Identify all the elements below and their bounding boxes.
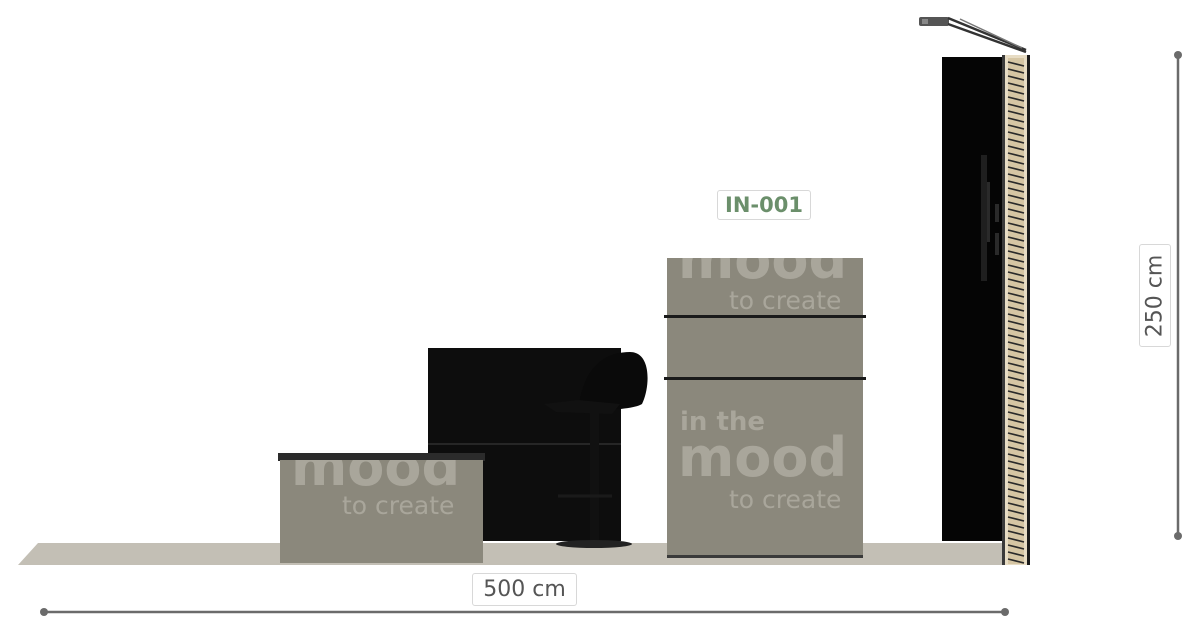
wood-slat-gap <box>1007 292 1025 298</box>
wood-slat-gap <box>1007 404 1025 410</box>
wood-slat-gap <box>1007 558 1025 564</box>
wood-slat-gap <box>1007 180 1025 186</box>
wood-slat-gap <box>1007 488 1025 494</box>
wood-slat-gap <box>1007 509 1025 515</box>
display-tower: mood to create in the mood to create <box>664 228 866 558</box>
width-dimension <box>40 608 1009 616</box>
wood-slat-gap <box>1007 117 1025 123</box>
height-dimension-label-box: 250 cm <box>1139 244 1171 347</box>
wood-slat-gap <box>1007 341 1025 347</box>
wood-slat-gap <box>1007 124 1025 130</box>
wood-slat-gap <box>1007 411 1025 417</box>
wood-slat-gap <box>1007 313 1025 319</box>
wood-slat-gap <box>1007 516 1025 522</box>
wood-slat-gap <box>1007 551 1025 557</box>
wood-slat-gap <box>1007 173 1025 179</box>
wood-slat-gap <box>1007 229 1025 235</box>
wood-slat-gap <box>1007 453 1025 459</box>
wood-slat-gap <box>1007 523 1025 529</box>
wood-slat-gap <box>1007 257 1025 263</box>
wood-slat-gap <box>1007 320 1025 326</box>
tower-shelf-2 <box>664 377 866 380</box>
height-dimension-label: 250 cm <box>1142 254 1168 337</box>
counter-graphic-to-create: to create <box>342 491 454 520</box>
wood-slat-gap <box>1007 306 1025 312</box>
wood-slat-gap <box>1007 376 1025 382</box>
wood-slat-gap <box>1007 362 1025 368</box>
slat-wall <box>1002 55 1030 565</box>
wood-slat-gap <box>1007 439 1025 445</box>
wood-slat-gap <box>1007 334 1025 340</box>
width-dimension-label: 500 cm <box>472 573 577 606</box>
wood-slat-gap <box>1007 397 1025 403</box>
wood-slat-gap <box>1007 264 1025 270</box>
height-dimension <box>1174 51 1182 540</box>
wood-slat-gap <box>1007 250 1025 256</box>
wall-hook-rail <box>981 155 987 281</box>
wood-slat-gap <box>1007 194 1025 200</box>
wood-slat-gap <box>1007 208 1025 214</box>
wood-slat-gap <box>1007 530 1025 536</box>
wood-slat-gap <box>1007 537 1025 543</box>
wood-slat-gap <box>1007 481 1025 487</box>
wood-slat-gap <box>1007 110 1025 116</box>
wood-slat-gap <box>1007 502 1025 508</box>
tower-graphic-to-create: to create <box>729 485 841 514</box>
booth-code-label: IN-001 <box>717 190 811 220</box>
wood-slat-gap <box>1007 278 1025 284</box>
tower-graphic-to-create-top: to create <box>729 286 841 315</box>
wood-slat-gap <box>1007 418 1025 424</box>
wood-slat-gap <box>1007 425 1025 431</box>
wood-slat-gap <box>1007 460 1025 466</box>
wood-slat-gap <box>1007 145 1025 151</box>
wood-slat-gap <box>1007 474 1025 480</box>
wood-slat-gap <box>1007 495 1025 501</box>
reception-counter: mood to create <box>278 435 485 563</box>
wood-slat-gap <box>1007 75 1025 81</box>
wood-slat-gap <box>1007 467 1025 473</box>
wood-slat-gap <box>1007 138 1025 144</box>
wood-slat-gap <box>1007 61 1025 67</box>
wood-slat-gap <box>1007 243 1025 249</box>
wood-slat-gap <box>1007 222 1025 228</box>
wood-slat-gap <box>1007 82 1025 88</box>
wood-slat-gap <box>1007 348 1025 354</box>
wood-slat-gap <box>1007 159 1025 165</box>
wood-slat-gap <box>1007 271 1025 277</box>
wood-slat-gap <box>1007 89 1025 95</box>
tower-graphic-mood: mood <box>678 426 847 489</box>
back-wall <box>942 57 1002 541</box>
tower-graphic-mood-top: mood <box>678 228 847 291</box>
wood-slat-gap <box>1007 96 1025 102</box>
wood-slat-gap <box>1007 432 1025 438</box>
wood-slat-gap <box>1007 285 1025 291</box>
wood-slat-gap <box>1007 131 1025 137</box>
wood-slat-gap <box>1007 446 1025 452</box>
wood-slat-gap <box>1007 187 1025 193</box>
spotlight-icon <box>919 16 1027 54</box>
wood-slat-gap <box>1007 299 1025 305</box>
floor-platform <box>18 543 1018 565</box>
wood-slat-gap <box>1007 215 1025 221</box>
bar-stool <box>544 352 648 548</box>
wood-slat-gap <box>1007 152 1025 158</box>
wood-slat-gap <box>1007 327 1025 333</box>
wood-slat-gap <box>1007 68 1025 74</box>
wood-slat-gap <box>1007 355 1025 361</box>
counter-graphic-mood: mood <box>291 435 460 498</box>
wood-slat-gap <box>1007 390 1025 396</box>
wood-slat-gap <box>1007 166 1025 172</box>
wood-slat-gap <box>1007 103 1025 109</box>
wood-slat-gap <box>1007 383 1025 389</box>
wood-slat-gap <box>1007 201 1025 207</box>
tower-shelf-1 <box>664 315 866 318</box>
wood-slat-gap <box>1007 236 1025 242</box>
wood-slat-gap <box>1007 369 1025 375</box>
tower-graphic-in-the: in the <box>680 407 765 437</box>
wood-slat-gap <box>1007 544 1025 550</box>
